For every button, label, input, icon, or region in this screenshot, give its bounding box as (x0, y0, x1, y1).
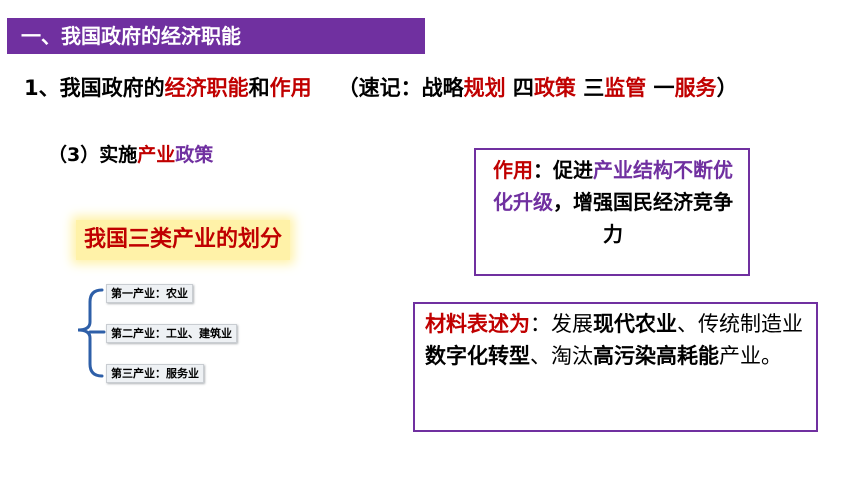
memo-text: 一 (646, 76, 675, 100)
sector-tertiary-label: 第三产业：服务业 (111, 367, 199, 380)
memo-keyword-planning: 规划 (463, 76, 506, 100)
heading2-keyword-industry: 产业 (137, 144, 176, 166)
heading2-keyword-policy: 政策 (175, 144, 214, 166)
heading1-prefix: 1、我国政府的 (24, 76, 165, 100)
memo-text: 三 (575, 76, 605, 100)
heading2-prefix: （3）实施 (48, 144, 138, 166)
heading-2: （3）实施产业政策 (48, 140, 213, 167)
sector-item-primary: 第一产业：农业 (106, 284, 193, 303)
material-keyword-digital: 数字化转型 (425, 344, 530, 368)
sector-item-tertiary: 第三产业：服务业 (106, 364, 204, 383)
memo-open: （速记：战略 (337, 76, 464, 100)
section-title: 一、我国政府的经济职能 (21, 24, 241, 48)
memo-text: 四 (505, 76, 534, 100)
heading-1: 1、我国政府的经济职能和作用 （速记：战略规划 四政策 三监管 一服务） (24, 72, 738, 102)
sector-secondary-label: 第二产业：工业、建筑业 (111, 327, 232, 340)
material-box: 材料表述为：发展现代农业、传统制造业数字化转型、淘汰高污染高耗能产业。 (413, 302, 818, 432)
material-text: 产业。 (719, 344, 782, 368)
sector-item-secondary: 第二产业：工业、建筑业 (106, 324, 237, 343)
classification-title: 我国三类产业的划分 (76, 220, 291, 260)
effect-highlight: 产业结构不断优化升级 (493, 158, 733, 214)
memo-keyword-policy: 政策 (533, 76, 576, 100)
effect-text: 促进 (553, 158, 593, 182)
sector-primary-label: 第一产业：农业 (111, 287, 188, 300)
material-text: 发展 (551, 312, 593, 336)
section-title-bar: 一、我国政府的经济职能 (7, 18, 425, 54)
heading1-and: 和 (248, 76, 270, 100)
memo-close: ） (716, 76, 738, 100)
classification-title-text: 我国三类产业的划分 (84, 227, 283, 252)
memo-keyword-service: 服务 (674, 76, 717, 100)
heading1-keyword-role: 作用 (269, 76, 312, 100)
material-text: 、淘汰 (530, 344, 593, 368)
effect-box: 作用：促进产业结构不断优化升级，增强国民经济竞争力 (474, 148, 750, 276)
memo-keyword-regulation: 监管 (604, 76, 647, 100)
material-keyword-modern-agriculture: 现代农业 (593, 312, 677, 336)
material-keyword-pollution: 高污染高耗能 (593, 344, 719, 368)
bracket-icon (77, 288, 106, 378)
material-text: 、传统制造业 (677, 312, 803, 336)
material-label: 材料表述为 (425, 312, 530, 336)
material-colon: ： (530, 312, 551, 336)
heading1-keyword-functions: 经济职能 (164, 76, 249, 100)
effect-label: 作用 (493, 158, 533, 182)
effect-colon: ： (533, 158, 553, 182)
effect-text: ，增强国民经济竞争力 (553, 190, 733, 246)
